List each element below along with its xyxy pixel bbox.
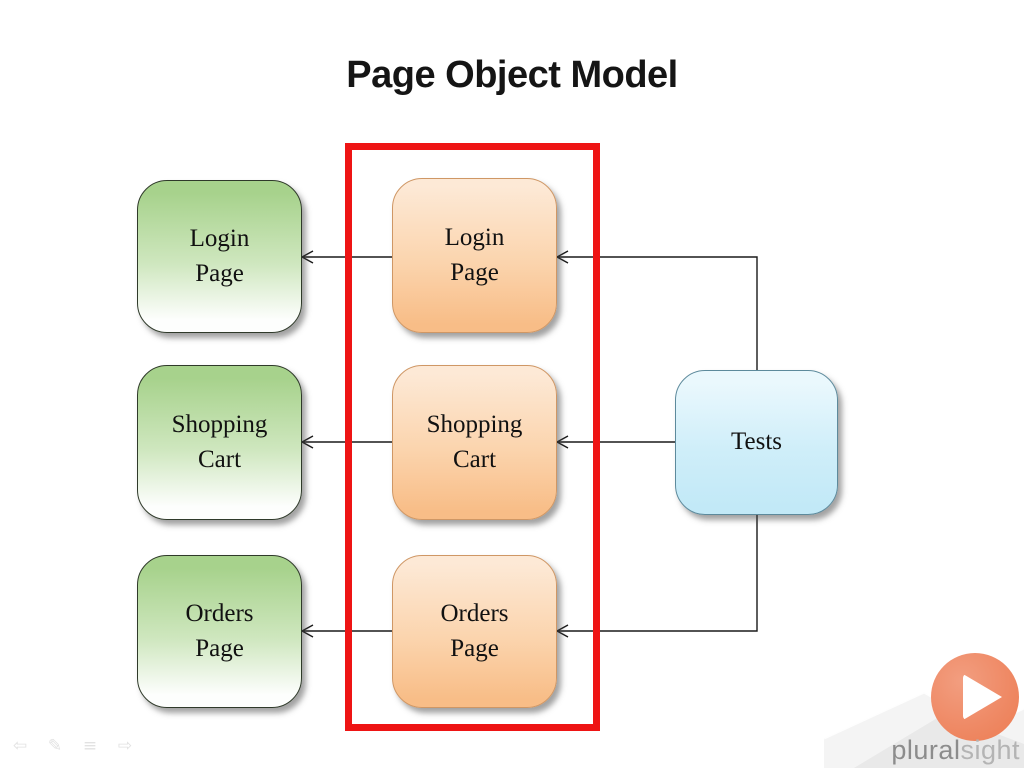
pluralsight-logo-text: pluralsight	[891, 735, 1020, 765]
page-object-node-login: Login Page	[392, 178, 557, 333]
node-label: Tests	[730, 428, 783, 456]
node-label: Login Page	[189, 225, 250, 287]
node-label: Orders Page	[440, 600, 509, 662]
play-icon	[931, 653, 1019, 741]
highlight-frame	[345, 143, 600, 731]
node-label: Shopping Cart	[171, 411, 268, 473]
previous-slide-icon[interactable]: ⇦	[12, 736, 28, 756]
page-object-node-shopping-cart: Shopping Cart	[392, 365, 557, 520]
page-title: Page Object Model	[346, 54, 678, 96]
app-page-node-shopping-cart: Shopping Cart	[137, 365, 302, 520]
node-label: Login Page	[444, 224, 505, 286]
node-label: Orders Page	[185, 600, 254, 662]
play-triangle	[963, 674, 1002, 720]
tests-node: Tests	[675, 370, 838, 515]
page-object-node-orders: Orders Page	[392, 555, 557, 708]
pen-icon[interactable]: ✎	[47, 736, 63, 756]
menu-icon[interactable]: ≡	[82, 736, 98, 756]
app-page-node-orders: Orders Page	[137, 555, 302, 708]
presenter-controls: ⇦ ✎ ≡ ⇨	[10, 736, 135, 756]
pluralsight-watermark: pluralsight	[824, 640, 1024, 768]
app-page-node-login: Login Page	[137, 180, 302, 333]
node-label: Shopping Cart	[426, 411, 523, 473]
next-slide-icon[interactable]: ⇨	[117, 736, 133, 756]
